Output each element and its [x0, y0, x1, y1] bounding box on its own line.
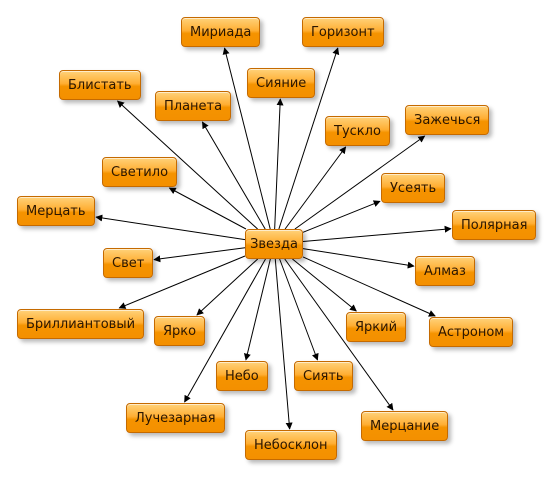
node-3[interactable]: Сияние — [247, 68, 316, 98]
node-8[interactable]: Усеять — [381, 173, 446, 203]
edge-15 — [292, 258, 357, 312]
node-7[interactable]: Светило — [102, 157, 178, 187]
edge-14 — [196, 258, 259, 316]
node-14[interactable]: Ярко — [154, 316, 206, 346]
edge-21 — [274, 258, 293, 430]
node-1[interactable]: Горизонт — [302, 17, 384, 47]
edge-5 — [284, 146, 347, 230]
node-2[interactable]: Блистать — [59, 70, 141, 100]
edge-2 — [116, 100, 258, 230]
node-5[interactable]: Тускло — [325, 116, 390, 146]
edge-0 — [222, 47, 271, 230]
node-13[interactable]: Бриллиантовый — [17, 309, 145, 339]
edge-12 — [302, 248, 415, 269]
node-10[interactable]: Полярная — [452, 210, 537, 240]
edge-18 — [279, 258, 319, 361]
edge-9 — [95, 214, 246, 241]
node-16[interactable]: Астроном — [429, 317, 514, 347]
edge-4 — [201, 121, 266, 230]
edge-3 — [274, 98, 284, 230]
node-12[interactable]: Алмаз — [415, 256, 475, 286]
edge-7 — [168, 187, 247, 230]
edge-11 — [153, 247, 246, 263]
node-17[interactable]: Небо — [216, 361, 268, 391]
node-20[interactable]: Мерцание — [361, 411, 449, 441]
edge-13 — [118, 255, 246, 309]
edge-8 — [302, 200, 381, 233]
edge-19 — [184, 258, 266, 403]
edge-20 — [284, 258, 394, 411]
node-0[interactable]: Мириада — [181, 17, 261, 47]
edge-10 — [302, 225, 452, 242]
node-11[interactable]: Свет — [103, 248, 154, 278]
node-6[interactable]: Зажечься — [405, 105, 490, 135]
edge-17 — [243, 258, 271, 361]
node-15[interactable]: Яркий — [346, 312, 407, 342]
center-node[interactable]: Звезда — [245, 229, 303, 259]
node-18[interactable]: Сиять — [294, 361, 353, 391]
node-9[interactable]: Мерцать — [17, 196, 95, 226]
node-4[interactable]: Планета — [155, 91, 232, 121]
edge-1 — [278, 47, 340, 230]
node-21[interactable]: Небосклон — [245, 430, 337, 460]
edge-16 — [302, 256, 436, 317]
node-19[interactable]: Лучезарная — [126, 403, 225, 433]
edge-6 — [294, 135, 426, 230]
